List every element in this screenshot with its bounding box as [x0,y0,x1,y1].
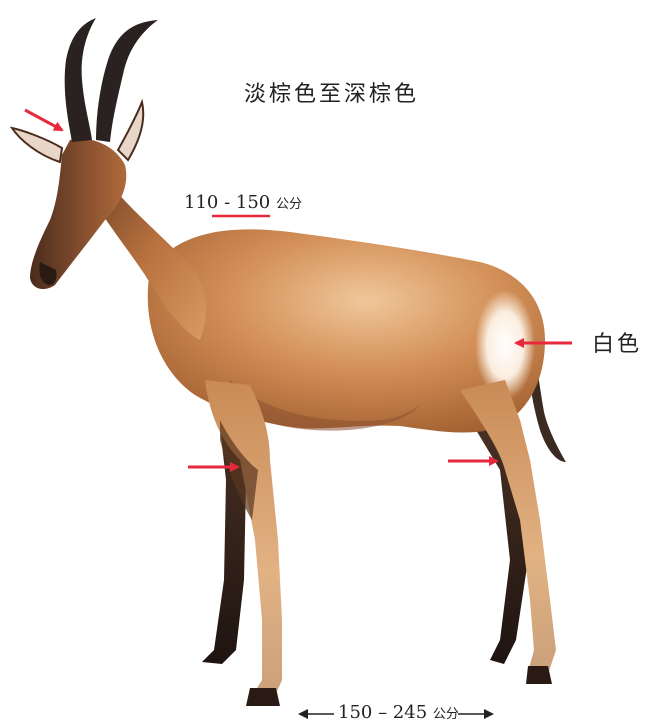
horns [65,18,158,142]
color-range-label: 淡棕色至深棕色 [244,76,419,108]
body-length-unit: 公分 [433,707,459,722]
shoulder-height-label: 110 - 150 公分 [184,192,302,213]
body-length-label: 150 – 245 公分 [338,702,459,723]
hind-hoof [526,666,552,684]
shoulder-height-value: 110 - 150 [184,192,270,213]
arrow-forehead [25,110,62,130]
fore-hoof [246,688,280,706]
rump-patch-label: 白色 [592,326,642,358]
body-length-value: 150 – 245 [338,702,427,723]
shoulder-height-unit: 公分 [276,197,302,212]
